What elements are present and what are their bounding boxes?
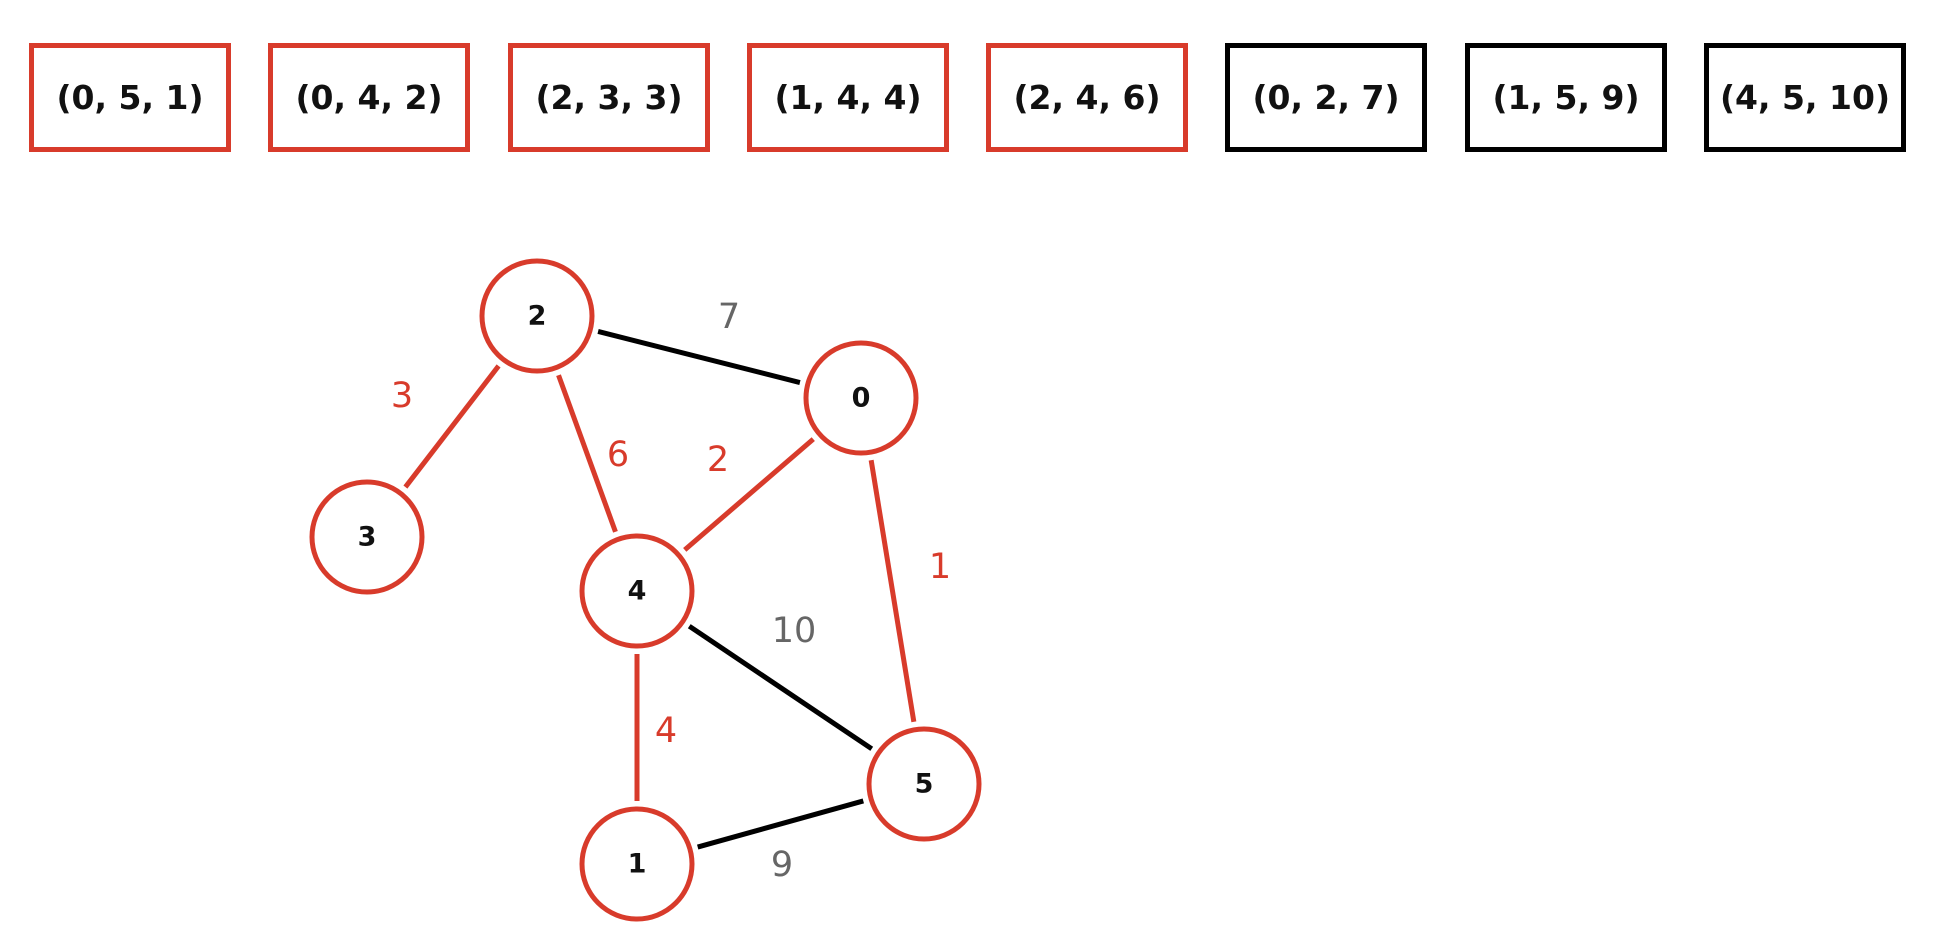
edge-1-5 [697,798,864,850]
node-label-1: 1 [628,849,647,880]
node-1: 1 [579,806,695,922]
node-label-0: 0 [852,383,871,414]
node-circle-1 [579,806,695,922]
edge-0-5 [868,459,917,723]
edge-weight-2-4: 6 [607,435,629,475]
node-circle-5 [866,726,982,842]
edge-weight-2-3: 3 [391,376,413,416]
edge-weight-0-2: 7 [718,297,740,337]
node-4: 4 [579,533,695,649]
node-0: 0 [803,340,919,456]
edge-box-1-5-9: (1, 5, 9) [1465,43,1667,152]
edge-4-5 [687,624,874,751]
node-circle-2 [479,258,595,374]
edge-box-0-5-1: (0, 5, 1) [29,43,231,152]
edge-list: (0, 5, 1) (0, 4, 2) (2, 3, 3) (1, 4, 4) … [0,0,1944,170]
node-5: 5 [866,726,982,842]
edge-box-2-3-3: (2, 3, 3) [508,43,710,152]
edge-2-3 [403,364,501,489]
edges-layer [403,329,917,850]
node-3: 3 [309,479,425,595]
node-circle-4 [579,533,695,649]
nodes-layer: 0 1 2 3 4 5 [309,258,982,922]
node-circle-3 [309,479,425,595]
edge-weight-1-4: 4 [655,711,677,751]
edge-box-4-5-10: (4, 5, 10) [1704,43,1906,152]
edge-box-2-4-6: (2, 4, 6) [986,43,1188,152]
edge-box-0-4-2: (0, 4, 2) [268,43,470,152]
node-label-5: 5 [915,769,934,800]
edge-weight-0-5: 1 [929,547,951,587]
node-label-4: 4 [628,576,647,607]
node-label-3: 3 [358,522,377,553]
edge-weight-4-5: 10 [772,611,817,651]
node-label-2: 2 [528,301,547,332]
edge-weight-0-4: 2 [707,440,729,480]
edge-box-0-2-7: (0, 2, 7) [1225,43,1427,152]
edge-0-4 [683,437,815,552]
edge-weight-1-5: 9 [771,845,793,885]
edge-box-1-4-4: (1, 4, 4) [747,43,949,152]
edge-2-4 [556,374,618,533]
node-2: 2 [479,258,595,374]
node-circle-0 [803,340,919,456]
edge-0-2 [597,329,801,385]
